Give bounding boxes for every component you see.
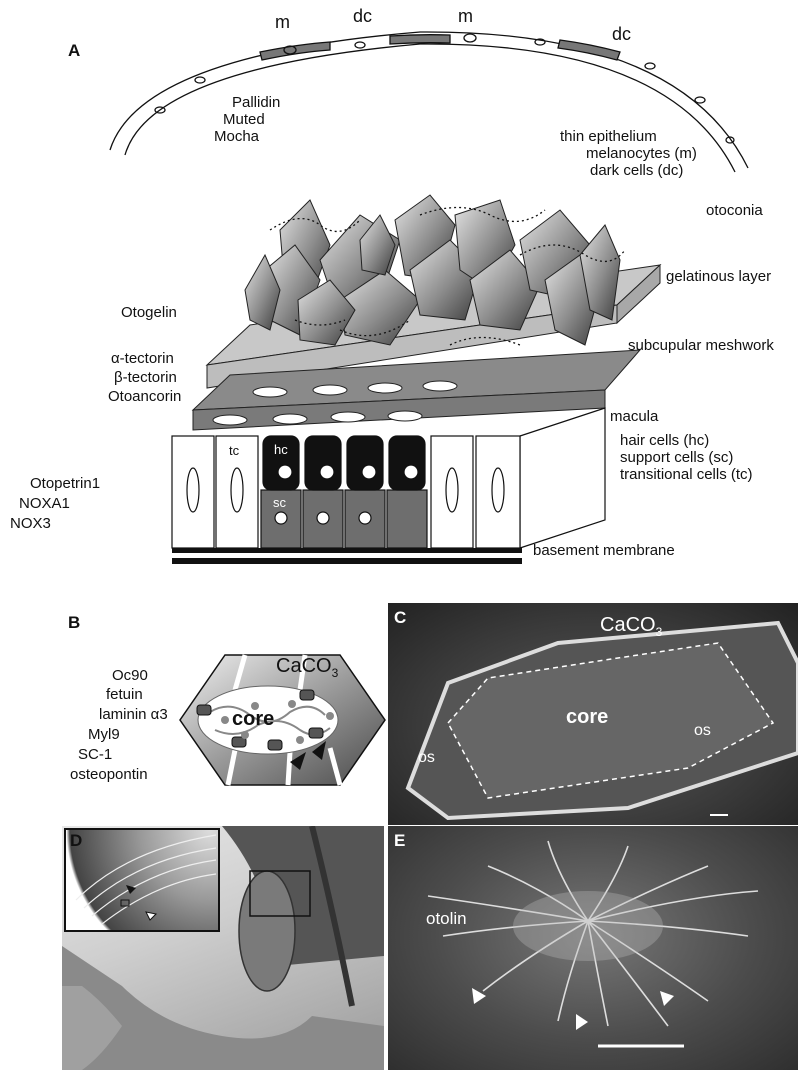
protein-fetuin: fetuin <box>106 686 143 703</box>
otolin-label: otolin <box>426 909 467 928</box>
macula-label: macula <box>610 408 659 425</box>
arc-label-m-2: m <box>458 6 473 26</box>
otogelin-label: Otogelin <box>121 304 177 321</box>
core-label-c: core <box>566 706 609 728</box>
macula-cells <box>171 407 606 549</box>
protein-pallidin: Pallidin <box>232 94 281 111</box>
arc-label-m-1: m <box>275 12 290 32</box>
panel-d-inset: D <box>64 828 220 932</box>
arc-label-dc-1: dc <box>353 6 373 26</box>
core-label-b: core <box>232 708 275 730</box>
beta-tectorin-label: β-tectorin <box>114 369 177 386</box>
os-label-right: os <box>694 722 711 739</box>
otoconia-strands <box>269 206 626 346</box>
panel-e-letter: E <box>394 831 406 850</box>
protein-osteopontin: osteopontin <box>70 766 148 783</box>
caco3-label-c: CaCO3 <box>600 614 663 639</box>
protein-laminin: laminin α3 <box>99 706 168 723</box>
protein-myl9: Myl9 <box>88 726 120 743</box>
noxa1-label: NOXA1 <box>19 495 70 512</box>
panel-d-letter: D <box>70 831 83 850</box>
hc-tag: hc <box>274 442 288 457</box>
otoconia-crystals <box>244 194 621 346</box>
panel-c-letter: C <box>394 608 407 627</box>
tc-tag: tc <box>229 443 240 458</box>
os-label-left: os <box>418 749 435 766</box>
otoconia-label: otoconia <box>706 202 763 219</box>
protein-muted: Muted <box>223 111 265 128</box>
caco3-label-b: CaCO3 <box>276 655 339 680</box>
panel-d-micrograph: D <box>62 826 384 1070</box>
otoancorin-label: Otoancorin <box>108 388 182 405</box>
panel-a-letter: A <box>68 41 81 60</box>
panel-b-letter: B <box>68 613 81 632</box>
support-cells-label: support cells (sc) <box>620 449 734 466</box>
transitional-cells-label: transitional cells (tc) <box>620 466 753 483</box>
arc-label-dc-2: dc <box>612 24 632 44</box>
alpha-tectorin-label: α-tectorin <box>111 350 174 367</box>
protein-mocha: Mocha <box>214 128 260 145</box>
hair-cells-label: hair cells (hc) <box>620 432 710 449</box>
epithelium-arc <box>109 31 749 173</box>
melanocytes-label: melanocytes (m) <box>586 145 697 162</box>
panel-c-micrograph: C CaCO3 core os os <box>388 603 798 825</box>
epithelium-label: thin epithelium <box>560 128 657 145</box>
protein-sc1: SC-1 <box>78 746 113 763</box>
nox3-label: NOX3 <box>10 515 51 532</box>
dark-cells-label: dark cells (dc) <box>590 162 684 179</box>
otopetrin-label: Otopetrin1 <box>30 475 101 492</box>
gelatinous-layer-label: gelatinous layer <box>666 268 772 285</box>
basement-membrane-label: basement membrane <box>533 542 675 559</box>
basement-membrane <box>172 548 522 564</box>
subcupular-meshwork-plate <box>191 349 642 431</box>
panel-e-micrograph: E otolin <box>388 826 798 1070</box>
subcupular-label: subcupular meshwork <box>628 337 774 354</box>
sc-tag: sc <box>273 495 286 510</box>
protein-oc90: Oc90 <box>112 667 148 684</box>
panel-a-diagram <box>109 31 749 564</box>
